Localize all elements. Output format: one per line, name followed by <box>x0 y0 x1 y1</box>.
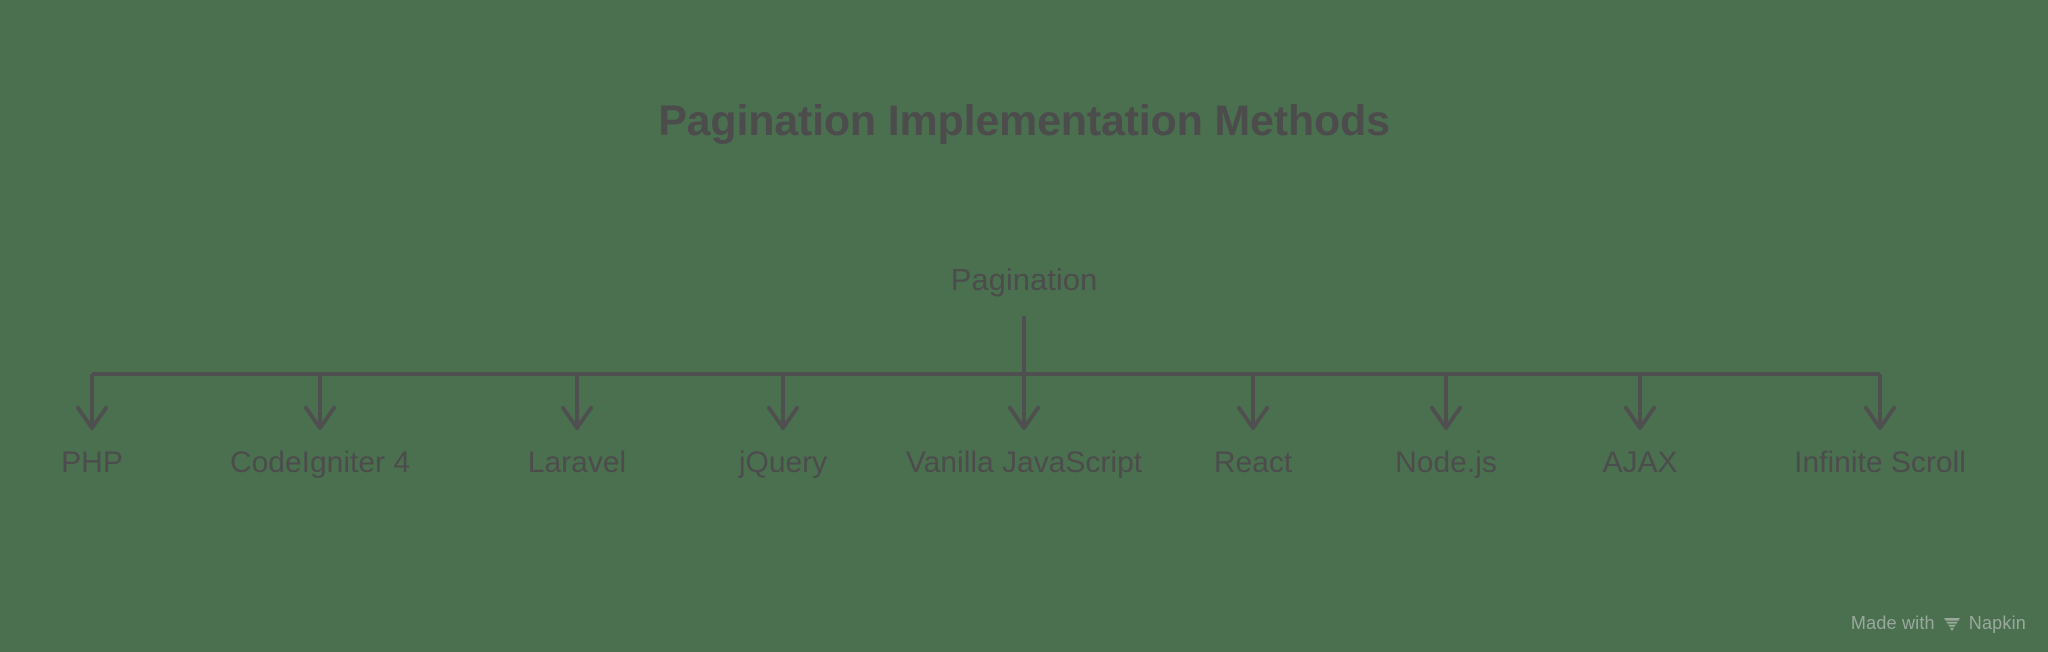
leaf-label-vanilla-javascript: Vanilla JavaScript <box>905 446 1143 479</box>
leaf-label-laravel: Laravel <box>527 446 627 479</box>
watermark-prefix-text: Made with <box>1850 613 1935 633</box>
arrow-head-vanilla-javascript <box>1008 406 1040 430</box>
arrow-head-ajax <box>1624 406 1656 430</box>
arrow-head-php <box>76 406 108 430</box>
leaf-label-jquery: jQuery <box>738 446 828 479</box>
leaf-label-react: React <box>1213 446 1293 479</box>
arrow-head-react <box>1237 406 1269 430</box>
arrow-head-codeigniter <box>304 406 336 430</box>
arrow-head-laravel <box>561 406 593 430</box>
arrow-head-infinite-scroll <box>1864 406 1896 430</box>
watermark-brand-text: Napkin <box>1968 613 2026 633</box>
page-title: Pagination Implementation Methods <box>658 97 1390 145</box>
leaf-label-infinite-scroll: Infinite Scroll <box>1794 446 1966 479</box>
leaf-label-nodejs: Node.js <box>1395 446 1497 479</box>
napkin-logo-icon <box>1942 614 1962 634</box>
napkin-watermark[interactable]: Made with Napkin <box>1851 613 2026 634</box>
leaf-label-ajax: AJAX <box>1602 446 1678 479</box>
leaf-label-codeigniter-4: CodeIgniter 4 <box>229 446 411 479</box>
arrow-head-nodejs <box>1430 406 1462 430</box>
arrow-head-jquery <box>767 406 799 430</box>
leaf-label-php: PHP <box>61 446 123 479</box>
root-node-pagination: Pagination <box>950 262 1098 297</box>
